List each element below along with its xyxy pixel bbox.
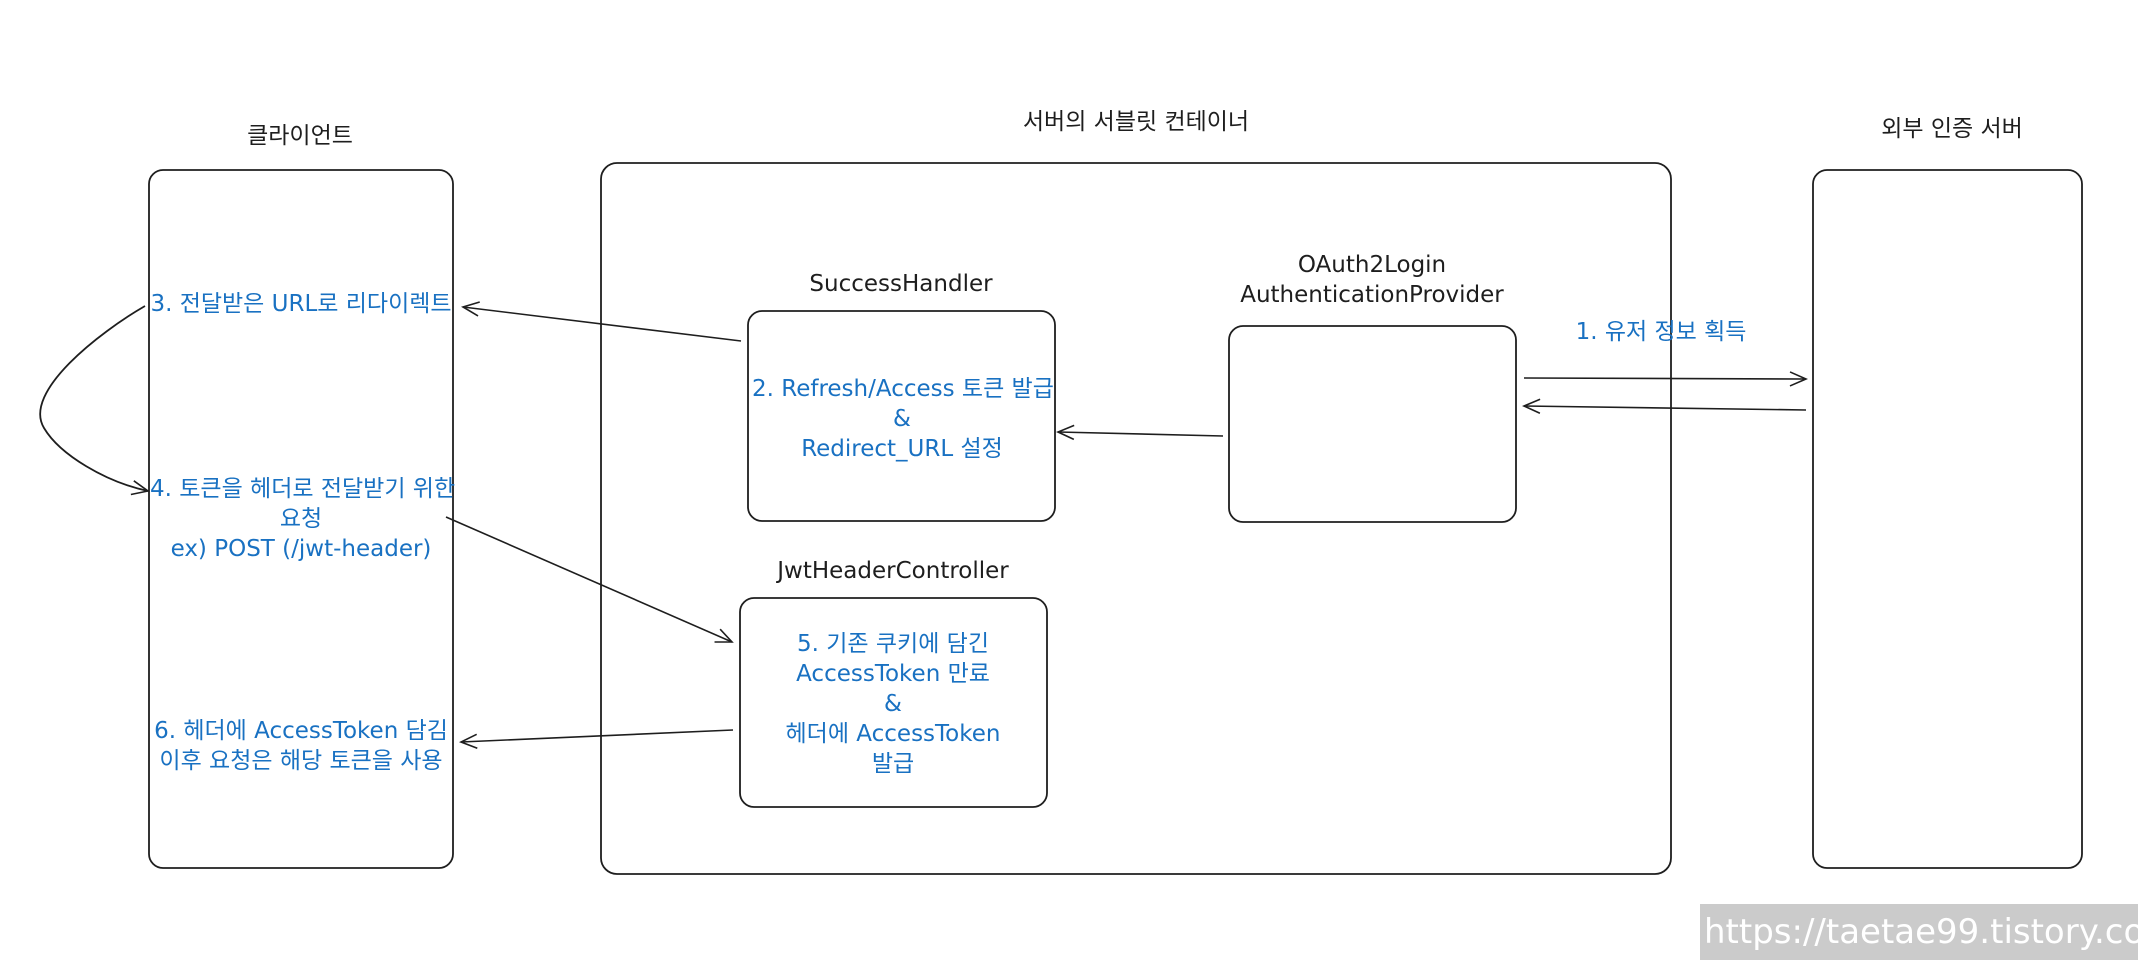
step2-label: 2. Refresh/Access 토큰 발급 & Redirect_URL 설… bbox=[752, 374, 1054, 464]
jwt-controller-label: JwtHeaderController bbox=[777, 558, 1009, 584]
watermark-text: https://taetae99.tistory.com bbox=[1704, 912, 2154, 952]
step4-line2: 요청 bbox=[279, 506, 323, 532]
step5-label: 5. 기존 쿠키에 담긴 AccessToken 만료 & 헤더에 Access… bbox=[743, 629, 1043, 779]
step5-line2: AccessToken 만료 bbox=[796, 661, 990, 687]
step6-label: 6. 헤더에 AccessToken 담김 이후 요청은 해당 토큰을 사용 bbox=[150, 716, 452, 776]
step5-line4: 헤더에 AccessToken bbox=[785, 721, 1001, 747]
arrow-provider-to-handler bbox=[1056, 424, 1224, 441]
provider-label-line1: OAuth2Login bbox=[1297, 252, 1447, 278]
client-title: 클라이언트 bbox=[247, 123, 353, 149]
step4-line1: 4. 토큰을 헤더로 전달받기 위한 bbox=[150, 476, 456, 502]
step6-line1: 6. 헤더에 AccessToken 담김 bbox=[154, 718, 448, 744]
step5-line3: & bbox=[884, 691, 902, 717]
arrow-external-to-provider bbox=[1522, 398, 1807, 414]
step3-label: 3. 전달받은 URL로 리다이렉트 bbox=[150, 291, 452, 317]
external-title: 외부 인증 서버 bbox=[1881, 116, 2023, 142]
server-title: 서버의 서블릿 컨테이너 bbox=[1022, 109, 1250, 135]
step6-line2: 이후 요청은 해당 토큰을 사용 bbox=[159, 748, 443, 774]
provider-label: OAuth2Login AuthenticationProvider bbox=[1222, 250, 1522, 310]
step2-line1: 2. Refresh/Access 토큰 발급 bbox=[752, 376, 1054, 402]
step5-line1: 5. 기존 쿠키에 담긴 bbox=[797, 631, 989, 657]
server-container-box bbox=[600, 162, 1672, 875]
success-handler-label: SuccessHandler bbox=[809, 271, 993, 297]
arrow-redirect-curve bbox=[39, 305, 150, 496]
client-box bbox=[148, 169, 454, 869]
step4-label: 4. 토큰을 헤더로 전달받기 위한 요청 ex) POST (/jwt-hea… bbox=[150, 474, 456, 564]
step1-label: 1. 유저 정보 획득 bbox=[1575, 319, 1747, 345]
jwt-controller-box bbox=[739, 597, 1048, 808]
arrow-handler-to-client bbox=[461, 301, 742, 342]
arrow-provider-to-external bbox=[1523, 371, 1808, 387]
watermark: https://taetae99.tistory.com bbox=[1700, 904, 2154, 960]
provider-box bbox=[1228, 325, 1517, 523]
external-auth-box bbox=[1812, 169, 2083, 869]
arrow-client-to-controller bbox=[445, 516, 734, 643]
step2-line2: & bbox=[893, 406, 911, 432]
step2-line3: Redirect_URL 설정 bbox=[801, 436, 1003, 462]
arrow-controller-to-client bbox=[459, 729, 734, 750]
provider-label-line2: AuthenticationProvider bbox=[1240, 282, 1504, 308]
step4-line3: ex) POST (/jwt-header) bbox=[170, 536, 432, 562]
success-handler-box bbox=[747, 310, 1056, 522]
step5-line5: 발급 bbox=[871, 751, 915, 777]
